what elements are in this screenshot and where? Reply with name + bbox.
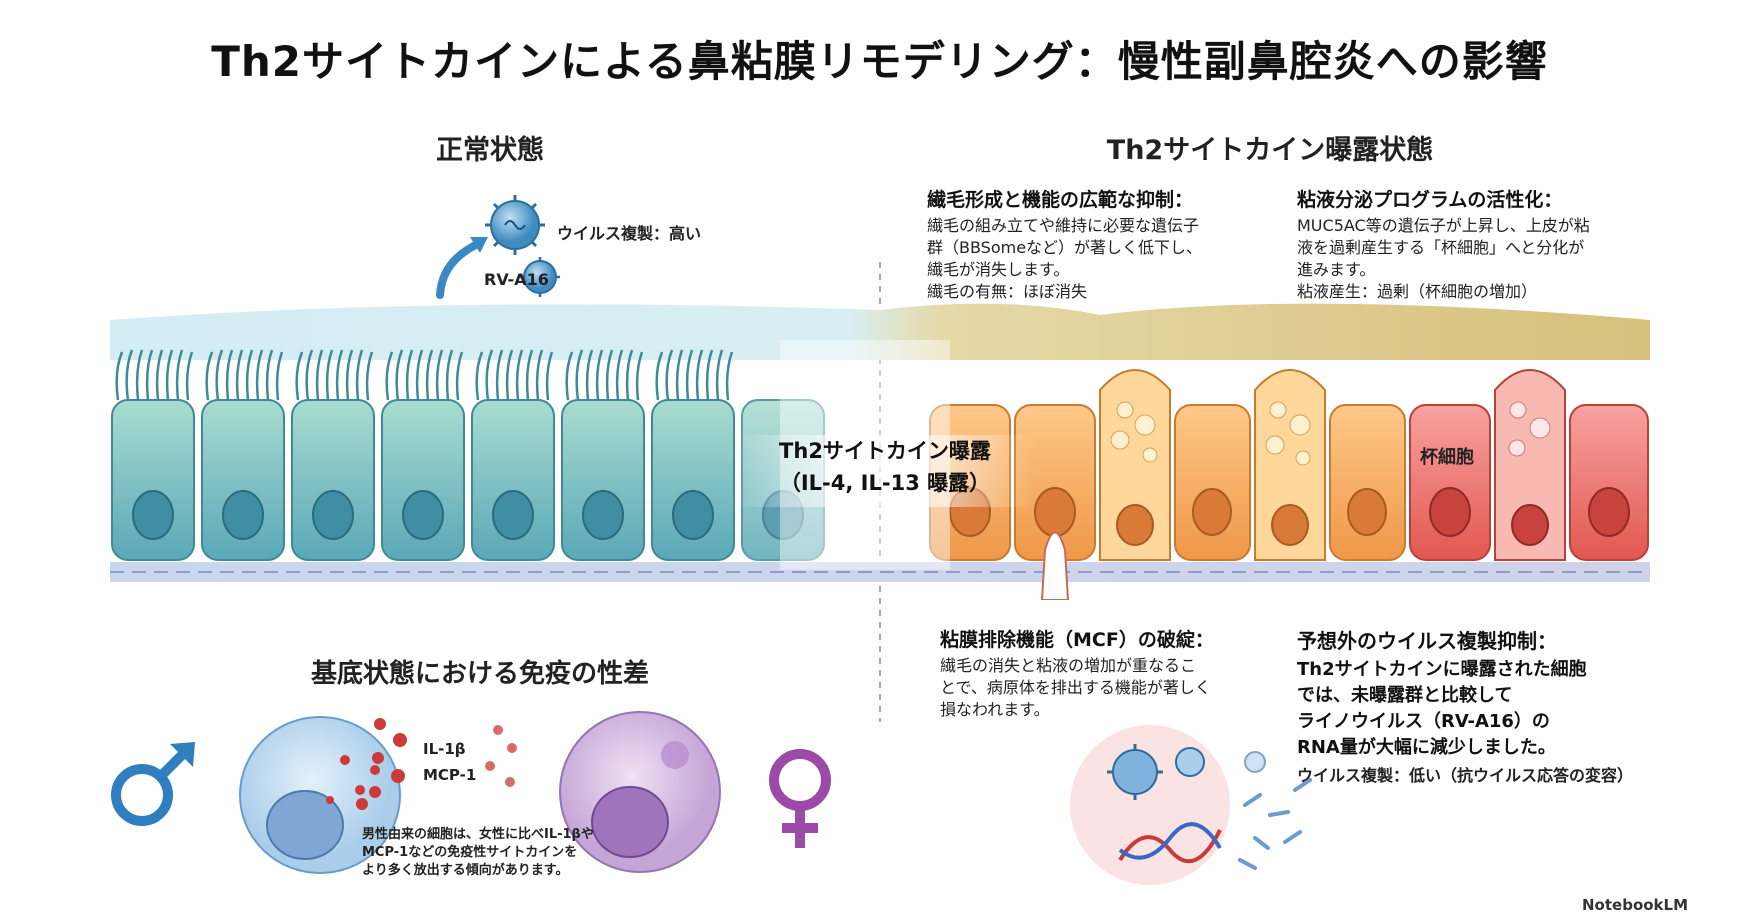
cytokine-dots-female (485, 725, 517, 787)
cytokine-label-il1b: IL-1β (423, 740, 466, 758)
th2-exposure-badge: Th2サイトカイン曝露 （IL-4, IL-13 曝露） (735, 435, 1035, 507)
goblet-cell (1254, 369, 1326, 561)
normal-ciliated-cells (111, 349, 825, 561)
deciliated-cell (1174, 404, 1251, 561)
virus-suppression-note: 予想外のウイルス複製抑制： Th2サイトカインに曝露された細胞 では、未曝露群と… (1297, 625, 1657, 787)
virus-note-line: RNA量が大幅に減少しました。 (1297, 737, 1556, 758)
ciliated-cell (291, 349, 375, 561)
mucus-note-line: 進みます。 (1297, 260, 1376, 279)
mucus-note-title: 粘液分泌プログラムの活性化： (1297, 189, 1563, 211)
virus-icon (1107, 744, 1163, 800)
male-cell-note: 男性由来の細胞は、女性に比べIL-1βや MCP-1などの免疫性サイトカインを … (362, 826, 652, 880)
female-immune-cell (559, 711, 721, 873)
page-title: Th2サイトカインによる鼻粘膜リモデリング：慢性副鼻腔炎への影響 (211, 37, 1548, 86)
virus-note-line: では、未曝露群と比較して (1297, 685, 1513, 706)
mcf-note-title: 粘膜排除機能（MCF）の破綻： (940, 629, 1214, 651)
male-immune-cell (239, 716, 401, 874)
male-note-line: MCP-1などの免疫性サイトカインを (362, 845, 578, 860)
virus-replication-high-label: ウイルス複製：高い (557, 224, 702, 243)
goblet-cell-label: 杯細胞 (1420, 447, 1474, 468)
normal-state-header: 正常状態 (436, 135, 544, 166)
ciliated-cell (111, 349, 195, 561)
cilia-note-line: 繊毛の有無：ほぼ消失 (927, 282, 1088, 301)
mucus-note-line: MUC5AC等の遺伝子が上昇し、上皮が粘 (1297, 216, 1590, 235)
ciliated-cell (561, 349, 645, 561)
immune-cells-illustration (111, 711, 831, 874)
virus-faded-icon (1244, 751, 1266, 773)
male-note-line: 男性由来の細胞は、女性に比べIL-1βや (362, 827, 594, 842)
arrow-icon (436, 239, 484, 299)
cilia-note-line: 繊毛の組み立てや維持に必要な遺伝子 (927, 216, 1200, 235)
virus-icon (485, 195, 545, 255)
badge-line-2: （IL-4, IL-13 曝露） (779, 471, 991, 495)
mcf-note-line: 損なわれます。 (940, 700, 1050, 719)
brand-label: NotebookLM (1582, 896, 1689, 914)
rna-strand-icon (1118, 822, 1222, 864)
ciliated-cell (201, 349, 285, 561)
virus-note-title: 予想外のウイルス複製抑制： (1297, 629, 1557, 653)
exposed-state-header: Th2サイトカイン曝露状態 (1106, 135, 1434, 166)
goblet-cell (1099, 369, 1171, 561)
male-symbol-icon (111, 742, 195, 826)
normal-virus-illustration (436, 195, 560, 299)
red-cell (1409, 404, 1491, 561)
red-cell (1569, 404, 1649, 561)
mucus-activation-note: 粘液分泌プログラムの活性化： MUC5AC等の遺伝子が上昇し、上皮が粘 液を過剰… (1297, 185, 1637, 303)
cytokine-dots-male (356, 718, 407, 810)
goblet-cell-red (1494, 369, 1566, 561)
mucus-note-line: 液を過剰産生する「杯細胞」へと分化が (1297, 238, 1585, 257)
badge-line-1: Th2サイトカイン曝露 (779, 439, 991, 463)
rna-fragments-icon (1238, 778, 1312, 870)
immune-sex-difference-header: 基底状態における免疫の性差 (310, 659, 649, 689)
virus-note-footer: ウイルス複製：低い（抗ウイルス応答の変容） (1297, 766, 1634, 785)
epithelium-illustration (110, 303, 1650, 600)
deciliated-cell (1329, 404, 1406, 561)
virus-note-line: Th2サイトカインに曝露された細胞 (1297, 659, 1587, 680)
mucus-note-line: 粘液産生：過剰（杯細胞の増加） (1297, 282, 1538, 301)
cilia-suppression-note: 繊毛形成と機能の広範な抑制： 繊毛の組み立てや維持に必要な遺伝子 群（BBSom… (927, 185, 1257, 303)
ciliated-cell (471, 349, 555, 561)
rna-degradation-illustration (1070, 725, 1312, 885)
cilia-note-line: 繊毛が消失します。 (927, 260, 1070, 279)
virus-small-icon (520, 257, 560, 297)
female-symbol-icon (769, 749, 831, 848)
cilia-note-title: 繊毛形成と機能の広範な抑制： (927, 189, 1194, 211)
exposed-cells (929, 369, 1649, 561)
virus-small-icon (1175, 747, 1205, 777)
cilia-note-line: 群（BBSomeなど）が著しく低下し、 (927, 238, 1203, 257)
ciliated-cell (651, 349, 735, 561)
male-note-line: より多く放出する傾向があります。 (362, 863, 569, 878)
mcf-note-line: 繊毛の消失と粘液の増加が重なるこ (940, 656, 1197, 675)
virus-note-line: ライノウイルス（RV-A16）の (1297, 711, 1550, 732)
ciliated-cell (381, 349, 465, 561)
mcf-breakdown-note: 粘膜排除機能（MCF）の破綻： 繊毛の消失と粘液の増加が重なるこ とで、病原体を… (940, 625, 1270, 721)
virus-name-label: RV-A16 (484, 270, 549, 289)
cytokine-label-mcp1: MCP-1 (423, 766, 477, 784)
mcf-note-line: とで、病原体を排出する機能が著しく (940, 678, 1211, 697)
